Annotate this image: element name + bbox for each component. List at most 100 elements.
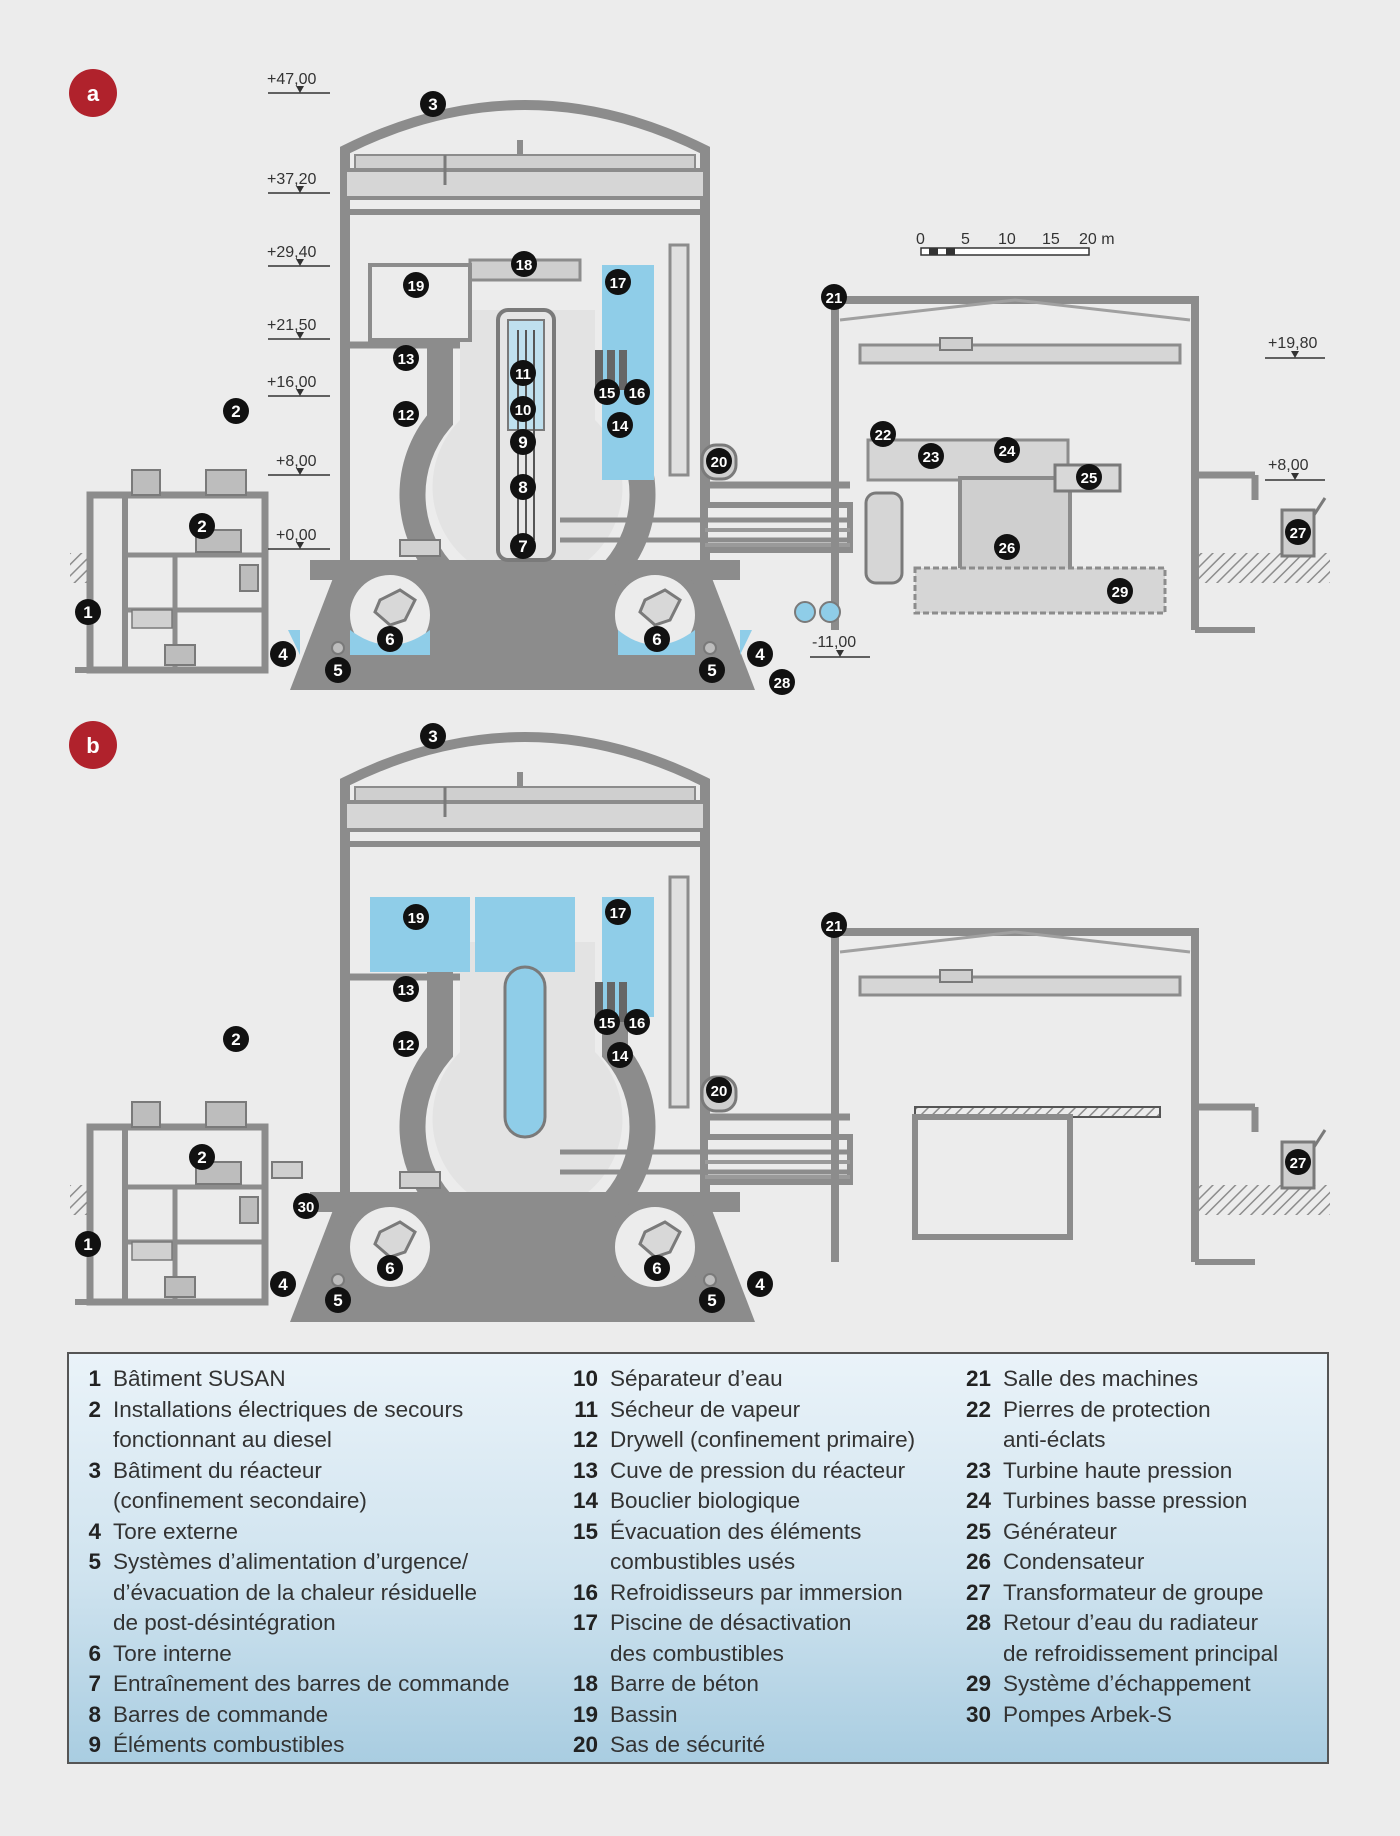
callout-number: 6 xyxy=(652,1259,661,1278)
callout-badge xyxy=(325,1287,351,1313)
callout-badge xyxy=(994,437,1020,463)
callout-badge xyxy=(1285,519,1311,545)
legend-item-number: 9 xyxy=(88,1732,101,1757)
legend-item-text: Bouclier biologique xyxy=(610,1488,801,1513)
legend-item-text: Séparateur d’eau xyxy=(610,1366,783,1391)
legend-item-text: Évacuation des éléments combustibles usé… xyxy=(610,1518,862,1575)
callout-badge xyxy=(918,443,944,469)
callout-badge xyxy=(605,899,631,925)
callout-badge xyxy=(821,284,847,310)
legend-item-text: Bâtiment SUSAN xyxy=(113,1366,286,1391)
legend-item-number: 11 xyxy=(574,1396,598,1422)
callout-number: 15 xyxy=(599,1015,616,1032)
scale-bar: 0 5 10 15 20 m xyxy=(916,231,1115,256)
callout-number: 11 xyxy=(515,366,531,383)
legend-item-number: 26 xyxy=(965,1549,991,1574)
legend-item-number: 25 xyxy=(965,1518,991,1544)
callout-badge xyxy=(624,1009,650,1035)
callout-number: 3 xyxy=(428,95,437,114)
callout-badge xyxy=(605,269,631,295)
level-label: +47,00 xyxy=(267,71,316,88)
legend-item-number: 4 xyxy=(88,1518,101,1544)
level-label: +8,00 xyxy=(1268,457,1309,474)
callout-badge xyxy=(393,401,419,427)
legend-item-text: Éléments combustibles xyxy=(113,1732,345,1757)
callout-badge xyxy=(624,379,650,405)
legend-item-text: Cuve de pression du réacteur xyxy=(610,1457,906,1483)
legend-item-text: Barre de béton xyxy=(610,1671,759,1696)
callout-number: 9 xyxy=(518,433,527,452)
callout-number: 10 xyxy=(515,402,532,419)
callout-number: 2 xyxy=(231,1030,240,1049)
reactor-cross-section-diagram: a b +47,00 +37,20 +29,40 +21,50 +16,00 +… xyxy=(0,69,1400,1340)
level-label: +8,00 xyxy=(276,453,317,470)
callout-badge xyxy=(607,1042,633,1068)
callout-badge xyxy=(510,360,536,386)
callout-badge xyxy=(420,723,446,749)
callout-number: 6 xyxy=(385,630,394,649)
legend-item: 17 Piscine de désactivation des combustib… xyxy=(566,1608,966,1669)
callout-badge xyxy=(769,669,795,695)
callout-badge xyxy=(189,513,215,539)
callout-number: 15 xyxy=(599,385,616,402)
callout-number: 6 xyxy=(652,630,661,649)
legend-item-text: Pompes Arbek-S xyxy=(1003,1701,1172,1727)
callout-number: 17 xyxy=(610,275,627,292)
callout-badge xyxy=(510,533,536,559)
callout-badge xyxy=(699,657,725,683)
callout-number: 5 xyxy=(707,1291,716,1310)
legend-item-text: Système d’échappement xyxy=(1003,1671,1251,1696)
legend-item-text: Piscine de désactivation des combustible… xyxy=(610,1610,852,1666)
callout-number: 13 xyxy=(398,351,415,368)
callout-badge xyxy=(325,657,351,683)
legend-item-text: Barres de commande xyxy=(113,1701,329,1727)
callout-badge xyxy=(223,398,249,424)
legend-item-text: Retour d’eau du radiateur de refroidisse… xyxy=(1003,1610,1279,1666)
legend-item-number: 17 xyxy=(572,1610,598,1635)
callout-number: 16 xyxy=(629,1015,646,1032)
callout-badge xyxy=(870,421,896,447)
callout-number: 2 xyxy=(197,1148,206,1167)
legend-item-text: Sas de sécurité xyxy=(610,1732,766,1757)
callout-number: 5 xyxy=(707,661,716,680)
callout-badge xyxy=(747,641,773,667)
callout-badge xyxy=(393,976,419,1002)
callout-number: 14 xyxy=(612,1048,629,1065)
callout-badge xyxy=(377,1255,403,1281)
callout-number: 14 xyxy=(612,418,629,435)
callout-number: 5 xyxy=(333,1291,342,1310)
callout-number: 27 xyxy=(1290,525,1307,542)
scale-tick-label: 0 xyxy=(916,231,925,248)
callout-number: 6 xyxy=(385,1259,394,1278)
callout-number: 21 xyxy=(826,918,843,935)
callout-number: 29 xyxy=(1112,584,1129,601)
callout-badge xyxy=(75,1231,101,1257)
legend-item-text: Turbines basse pression xyxy=(1003,1488,1248,1513)
callout-badge xyxy=(821,912,847,938)
legend-item-number: 5 xyxy=(88,1549,101,1574)
legend-item-text: Générateur xyxy=(1003,1518,1117,1544)
legend-item-number: 28 xyxy=(965,1610,991,1635)
legend-item-text: Drywell (confinement primaire) xyxy=(610,1427,916,1452)
callout-number: 1 xyxy=(83,1235,92,1254)
legend-item-text: Entraînement des barres de commande xyxy=(113,1671,510,1696)
callout-badge xyxy=(699,1287,725,1313)
legend-item-number: 3 xyxy=(88,1457,101,1483)
scale-tick-label: 15 xyxy=(1042,231,1060,248)
callout-badge xyxy=(607,412,633,438)
level-label: +0,00 xyxy=(276,527,317,544)
level-label: +19,80 xyxy=(1268,335,1317,352)
